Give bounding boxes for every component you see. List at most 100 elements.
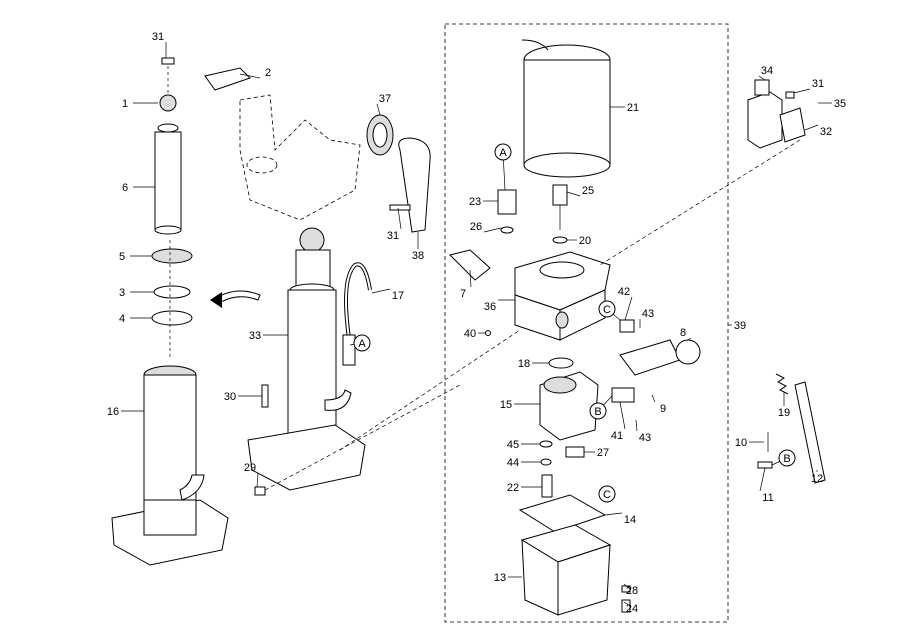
- callout-label: 4: [119, 313, 125, 325]
- reference-marker-circle: [353, 334, 371, 352]
- seal-and-plate: [366, 114, 431, 233]
- valve-7: [449, 249, 491, 281]
- callout-label: 24: [626, 603, 638, 615]
- callout-label: 6: [122, 182, 128, 194]
- reference-marker: A: [499, 147, 507, 159]
- callout-label: 30: [224, 391, 236, 403]
- callout-label: 42: [618, 286, 630, 298]
- callout-label: 9: [660, 403, 666, 415]
- reference-marker: B: [594, 406, 601, 418]
- bolt-29: [254, 486, 266, 496]
- leader-line: [758, 75, 766, 81]
- callout-label: 18: [518, 358, 530, 370]
- leader-line: [623, 601, 631, 607]
- solenoid-34: [599, 79, 826, 484]
- callout-label: 16: [107, 406, 119, 418]
- callout-label: 1: [122, 98, 128, 110]
- fitting-23: [497, 189, 517, 215]
- callout-label: 34: [761, 65, 773, 77]
- tank-13: [518, 494, 631, 616]
- shaft-25: [552, 184, 568, 206]
- callout-label: 3: [119, 287, 125, 299]
- leader-line: [397, 207, 402, 230]
- arrow-icon: [210, 292, 222, 308]
- callout-label: 31: [387, 230, 399, 242]
- knob-8: [675, 339, 701, 365]
- leader-line: [239, 73, 261, 79]
- reference-marker-circle: [494, 143, 512, 161]
- reference-marker-circle: [598, 485, 616, 503]
- leader-line: [804, 124, 819, 131]
- callout-label: 29: [244, 462, 256, 474]
- reference-marker: C: [603, 489, 611, 501]
- callout-label: 36: [484, 301, 496, 313]
- callout-label: 31: [152, 31, 164, 43]
- leader-line: [376, 103, 381, 116]
- pump-15: [539, 357, 599, 498]
- callout-label: 45: [507, 439, 519, 451]
- assembled-cylinder: [210, 227, 521, 496]
- ring-3: [153, 285, 191, 299]
- reference-marker-circle: [778, 449, 796, 467]
- leader-line: [256, 472, 259, 488]
- callout-label: 39: [734, 320, 746, 332]
- callout-label: 23: [469, 196, 481, 208]
- filter-22: [541, 474, 553, 498]
- callout-label: 44: [507, 457, 519, 469]
- callout-label: 33: [249, 330, 261, 342]
- bracket-assembly: [161, 57, 361, 221]
- reference-marker: B: [783, 453, 790, 465]
- lever-12: [794, 381, 826, 484]
- callout-label: 14: [624, 514, 636, 526]
- callout-label: 11: [762, 492, 773, 504]
- callout-label: 31: [812, 78, 824, 90]
- leader-line: [623, 583, 631, 590]
- callout-label: 13: [494, 572, 506, 584]
- callout-label: 32: [820, 126, 832, 138]
- power-unit-boundary: [444, 23, 729, 623]
- cylinder-parts: [111, 60, 229, 566]
- callout-label: 40: [464, 328, 476, 340]
- leader-line: [759, 467, 766, 492]
- valve-9: [619, 339, 681, 376]
- bracket-41: [611, 387, 635, 403]
- callout-label: 35: [834, 98, 846, 110]
- callout-label: 41: [611, 430, 623, 442]
- callout-label: 5: [119, 251, 125, 263]
- callout-label: 22: [507, 482, 519, 494]
- leader-line: [566, 191, 581, 197]
- leader-line: [604, 512, 623, 516]
- seal-5: [151, 248, 193, 264]
- callout-label: 2: [265, 67, 271, 79]
- callout-label: 20: [579, 235, 591, 247]
- screw-31: [161, 57, 175, 65]
- leader-line: [483, 227, 502, 233]
- leader-line: [635, 419, 638, 432]
- clip-2: [204, 67, 251, 91]
- callout-label: 21: [627, 102, 639, 114]
- leader-line: [469, 269, 472, 288]
- callout-label: 26: [470, 221, 482, 233]
- callout-label: 38: [412, 250, 424, 262]
- leader-line: [624, 296, 633, 321]
- spring-19: [775, 373, 789, 395]
- callout-label: 12: [811, 473, 823, 485]
- reference-marker: A: [358, 338, 366, 350]
- callout-label: 43: [642, 308, 654, 320]
- leader-line: [687, 337, 692, 341]
- motor-21: [521, 39, 611, 230]
- callout-label: 37: [379, 93, 391, 105]
- ring-4: [151, 310, 193, 326]
- reference-marker: C: [603, 304, 611, 316]
- gasket-14: [518, 494, 607, 533]
- bolt-30: [261, 384, 269, 408]
- valve-block-36: [449, 189, 701, 403]
- callout-label: 27: [597, 447, 609, 459]
- ball-part: [159, 94, 177, 112]
- leader-line: [371, 288, 391, 294]
- callout-label: 28: [626, 585, 638, 597]
- leader-line: [793, 88, 811, 94]
- piston-rod: [154, 131, 182, 231]
- callout-label: 7: [460, 288, 466, 300]
